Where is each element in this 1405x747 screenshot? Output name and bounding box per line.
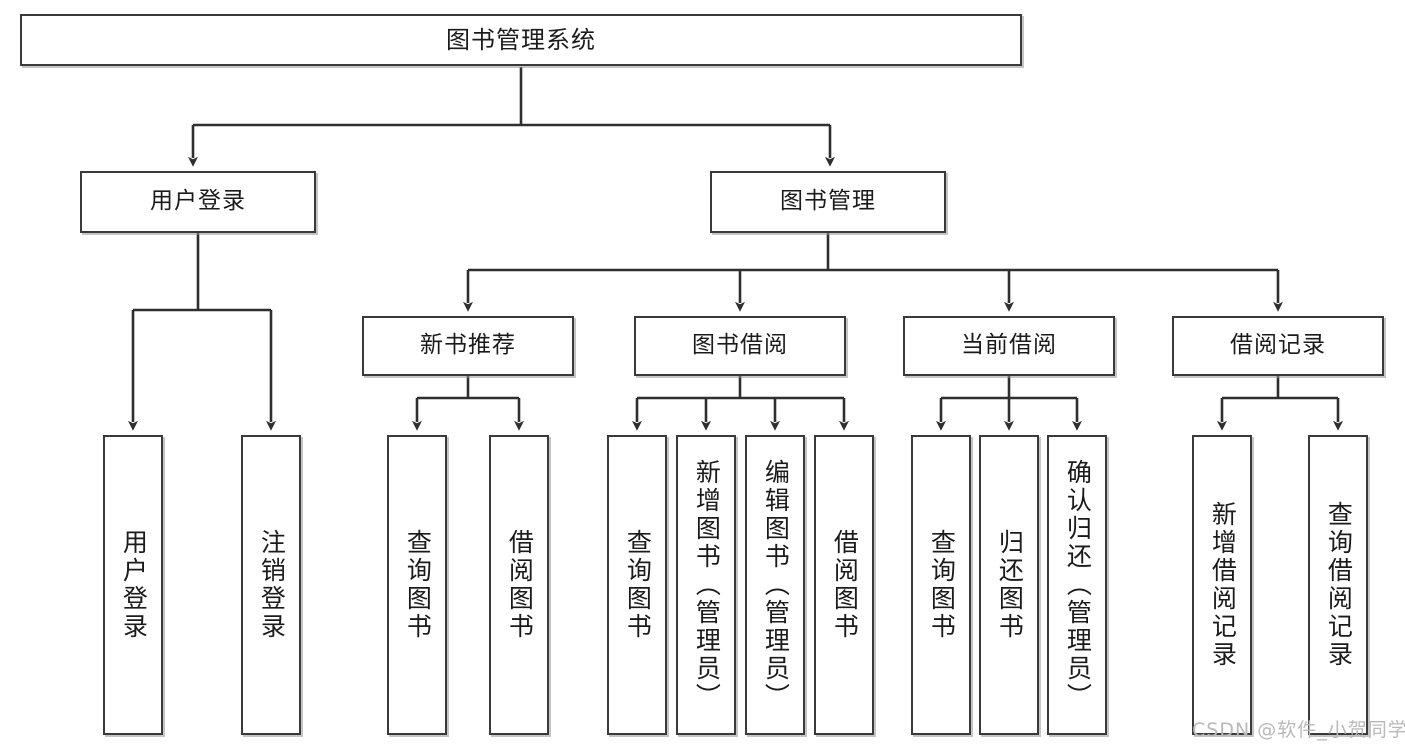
leaf-query-book-2-label: 查询图书	[623, 529, 653, 641]
leaf-confirm-return-admin-label: 确认归还（管理员）	[1063, 459, 1093, 711]
node-user-login-label: 用户登录	[150, 188, 246, 215]
node-borrow-record[interactable]: 借阅记录	[1172, 316, 1384, 376]
leaf-logout-login[interactable]: 注销登录	[241, 435, 301, 735]
leaf-add-borrow-record[interactable]: 新增借阅记录	[1192, 435, 1252, 735]
leaf-logout-login-label: 注销登录	[257, 529, 287, 641]
leaf-query-book-1[interactable]: 查询图书	[387, 435, 447, 735]
node-root[interactable]: 图书管理系统	[20, 14, 1022, 66]
leaf-borrow-book-1[interactable]: 借阅图书	[489, 435, 549, 735]
leaf-borrow-book-1-label: 借阅图书	[505, 529, 535, 641]
node-user-login[interactable]: 用户登录	[80, 171, 316, 233]
node-new-book-recommend[interactable]: 新书推荐	[362, 316, 574, 376]
leaf-user-login[interactable]: 用户登录	[103, 435, 163, 735]
node-book-manage[interactable]: 图书管理	[710, 171, 946, 233]
leaf-edit-book-admin-label: 编辑图书（管理员）	[761, 459, 791, 711]
leaf-borrow-book-2[interactable]: 借阅图书	[814, 435, 874, 735]
leaf-query-book-3[interactable]: 查询图书	[911, 435, 971, 735]
node-borrow-record-label: 借阅记录	[1230, 332, 1326, 359]
leaf-add-borrow-record-label: 新增借阅记录	[1208, 501, 1238, 669]
node-new-book-recommend-label: 新书推荐	[420, 332, 516, 359]
leaf-query-borrow-record-label: 查询借阅记录	[1324, 501, 1354, 669]
node-current-borrow-label: 当前借阅	[961, 332, 1057, 359]
leaf-query-book-2[interactable]: 查询图书	[607, 435, 667, 735]
leaf-add-book-admin-label: 新增图书（管理员）	[692, 459, 722, 711]
node-book-borrow[interactable]: 图书借阅	[634, 316, 846, 376]
node-book-manage-label: 图书管理	[780, 188, 876, 215]
leaf-return-book-label: 归还图书	[995, 529, 1025, 641]
leaf-edit-book-admin[interactable]: 编辑图书（管理员）	[745, 435, 805, 735]
csdn-watermark: CSDN @软件_小贺同学	[1192, 719, 1405, 741]
leaf-query-book-1-label: 查询图书	[403, 529, 433, 641]
leaf-confirm-return-admin[interactable]: 确认归还（管理员）	[1047, 435, 1107, 735]
node-book-borrow-label: 图书借阅	[692, 332, 788, 359]
leaf-add-book-admin[interactable]: 新增图书（管理员）	[676, 435, 736, 735]
node-current-borrow[interactable]: 当前借阅	[903, 316, 1115, 376]
node-root-label: 图书管理系统	[446, 25, 596, 54]
leaf-borrow-book-2-label: 借阅图书	[830, 529, 860, 641]
leaf-user-login-label: 用户登录	[119, 529, 149, 641]
leaf-return-book[interactable]: 归还图书	[979, 435, 1039, 735]
leaf-query-borrow-record[interactable]: 查询借阅记录	[1308, 435, 1368, 735]
leaf-query-book-3-label: 查询图书	[927, 529, 957, 641]
